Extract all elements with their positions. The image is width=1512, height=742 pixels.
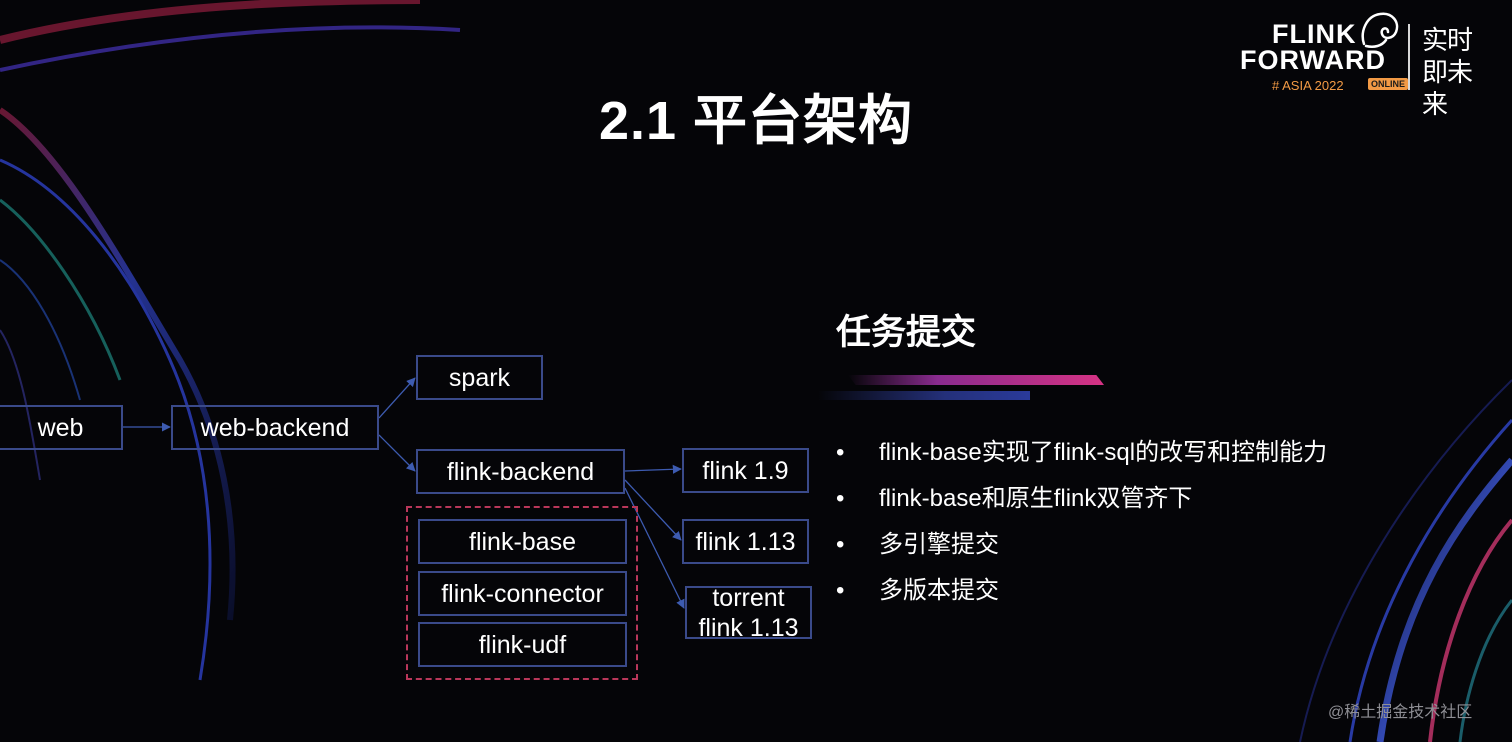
bullet-dot: • bbox=[836, 439, 845, 466]
logo-online-badge: ONLINE bbox=[1368, 78, 1409, 90]
bullet-text: 多版本提交 bbox=[879, 577, 999, 604]
flink-forward-logo: FLINK FORWARD # ASIA 2022 ONLINE 实时即未来 bbox=[1236, 12, 1496, 119]
logo-line1: FLINK bbox=[1272, 19, 1357, 49]
node-flink-1-9: flink 1.9 bbox=[682, 448, 809, 493]
bullet-text: flink-base实现了flink-sql的改写和控制能力 bbox=[879, 439, 1328, 466]
node-flink-1-13: flink 1.13 bbox=[682, 519, 809, 564]
node-torrent-flink-1-13: torrent flink 1.13 bbox=[685, 584, 812, 642]
title-accent-bar-secondary bbox=[818, 391, 1030, 400]
logo-slogan: 实时即未来 bbox=[1422, 25, 1473, 119]
arrow-backend-to-flink-backend bbox=[378, 434, 416, 472]
node-flink-udf: flink-udf bbox=[418, 622, 627, 667]
squirrel-icon bbox=[1361, 12, 1399, 48]
node-web: web bbox=[0, 405, 123, 450]
node-flink-base: flink-base bbox=[418, 519, 627, 564]
title-accent-bar bbox=[848, 375, 1104, 385]
bullet-dot: • bbox=[836, 485, 845, 512]
arrow-flink-backend-to-19 bbox=[624, 464, 682, 474]
node-web-backend: web-backend bbox=[171, 405, 379, 450]
node-flink-connector: flink-connector bbox=[418, 571, 627, 616]
arrow-backend-to-spark bbox=[378, 377, 416, 419]
flink-base-group bbox=[406, 506, 638, 680]
bullet-dot: • bbox=[836, 577, 845, 604]
node-flink-backend: flink-backend bbox=[416, 449, 625, 494]
logo-event: # ASIA 2022 bbox=[1272, 78, 1344, 93]
slide-title: 2.1 平台架构 bbox=[598, 91, 914, 151]
bullet-text: flink-base和原生flink双管齐下 bbox=[879, 485, 1193, 512]
node-spark: spark bbox=[416, 355, 543, 400]
section-title: 任务提交 bbox=[836, 313, 977, 352]
watermark: @稀土掘金技术社区 bbox=[1328, 704, 1473, 721]
bullet-dot: • bbox=[836, 531, 845, 558]
bullet-text: 多引擎提交 bbox=[879, 531, 999, 558]
logo-line2: FORWARD bbox=[1240, 45, 1386, 75]
logo-separator bbox=[1408, 24, 1410, 90]
arrow-flink-backend-to-113 bbox=[624, 479, 682, 541]
arrow-flink-backend-to-torrent bbox=[624, 487, 685, 609]
